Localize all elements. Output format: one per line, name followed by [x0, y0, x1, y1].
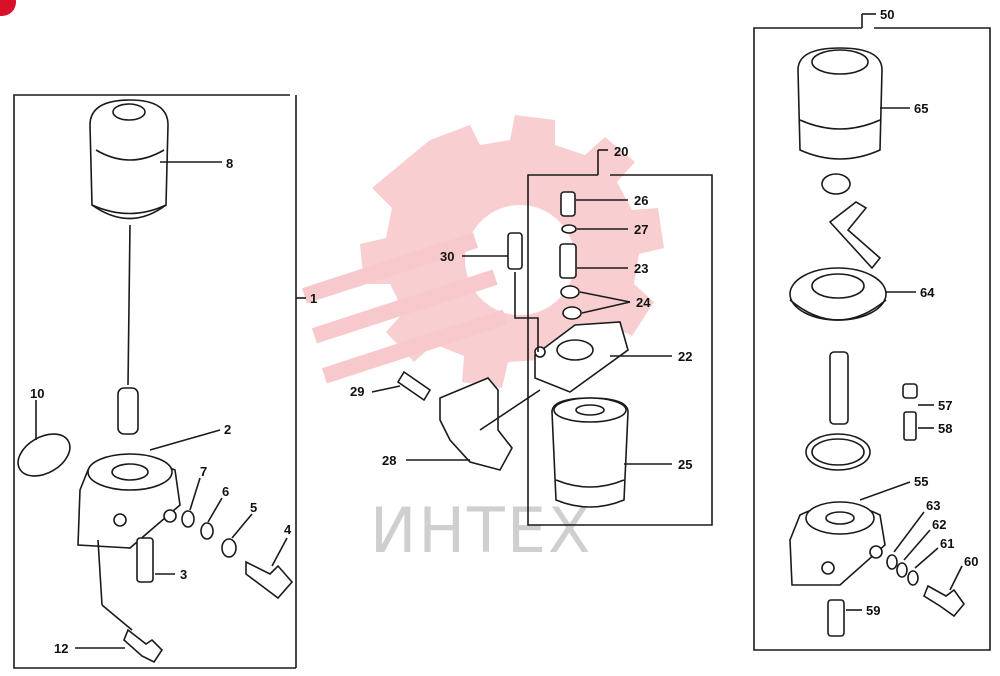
oil-filter-25: [551, 397, 629, 508]
callout-60: 60: [964, 554, 978, 569]
callout-24: 24: [636, 295, 651, 310]
callout-22: 22: [678, 349, 692, 364]
callout-61: 61: [940, 536, 954, 551]
callout-7: 7: [200, 464, 207, 479]
filter-head-2: [77, 453, 181, 549]
callout-27: 27: [634, 222, 648, 237]
callout-20: 20: [614, 144, 628, 159]
callout-6: 6: [222, 484, 229, 499]
ring-7: [181, 510, 195, 528]
callout-64: 64: [920, 285, 935, 300]
plug-3: [136, 537, 154, 583]
callout-58: 58: [938, 421, 952, 436]
callout-50: 50: [880, 7, 894, 22]
callout-65: 65: [914, 101, 928, 116]
group-50-frame: [753, 13, 991, 651]
bolt-4: [245, 560, 294, 600]
callout-28: 28: [382, 453, 396, 468]
leaders-group-50: [846, 107, 963, 611]
callout-55: 55: [914, 474, 928, 489]
callout-29: 29: [350, 384, 364, 399]
bolt-12: [123, 628, 164, 664]
nut: [821, 173, 851, 195]
callout-1: 1: [310, 291, 317, 306]
spring-58: [903, 411, 917, 441]
washer-24a: [560, 285, 580, 299]
callout-12: 12: [54, 641, 68, 656]
bolt-23: [559, 243, 577, 279]
corner-marker: [0, 0, 16, 16]
callout-5: 5: [250, 500, 257, 515]
washer-27: [561, 224, 577, 234]
group-1-frame: [13, 94, 306, 669]
callout-10: 10: [30, 386, 44, 401]
oil-filter-65: [797, 47, 883, 160]
callout-23: 23: [634, 261, 648, 276]
callout-62: 62: [932, 517, 946, 532]
bolt-60: [923, 584, 966, 618]
oil-filter-8: [89, 99, 169, 386]
leaders-group-20: [371, 199, 672, 465]
bolt-26: [560, 191, 576, 217]
callout-26: 26: [634, 193, 648, 208]
callout-2: 2: [224, 422, 231, 437]
ring-5: [221, 538, 237, 558]
stud-29: [396, 370, 432, 402]
callout-25: 25: [678, 457, 692, 472]
washer-24b: [562, 306, 582, 320]
callout-59: 59: [866, 603, 880, 618]
callout-57: 57: [938, 398, 952, 413]
center-bolt: [829, 351, 849, 425]
plug-57: [902, 383, 918, 399]
callout-labels: 1 2 3 4 5 6 7 8 10 12 20 22 23 24 25 26 …: [30, 7, 978, 656]
ring-61: [907, 570, 919, 586]
group-20-frame: [527, 149, 713, 526]
gasket-10: [17, 433, 71, 477]
ring-63: [886, 554, 898, 570]
callout-63: 63: [926, 498, 940, 513]
ring-6: [200, 522, 214, 540]
filter-head-55: [789, 501, 886, 586]
bracket-28: [439, 377, 513, 471]
plug-59: [827, 599, 845, 637]
filter-head-64: [789, 201, 887, 321]
callout-8: 8: [226, 156, 233, 171]
ring-62: [896, 562, 908, 578]
callout-3: 3: [180, 567, 187, 582]
callout-4: 4: [284, 522, 292, 537]
nipple: [117, 387, 139, 435]
leaders-group-1: [35, 161, 288, 649]
bolt-30: [507, 232, 523, 270]
watermark-text: ИНТЕХ: [370, 494, 593, 567]
callout-30: 30: [440, 249, 454, 264]
